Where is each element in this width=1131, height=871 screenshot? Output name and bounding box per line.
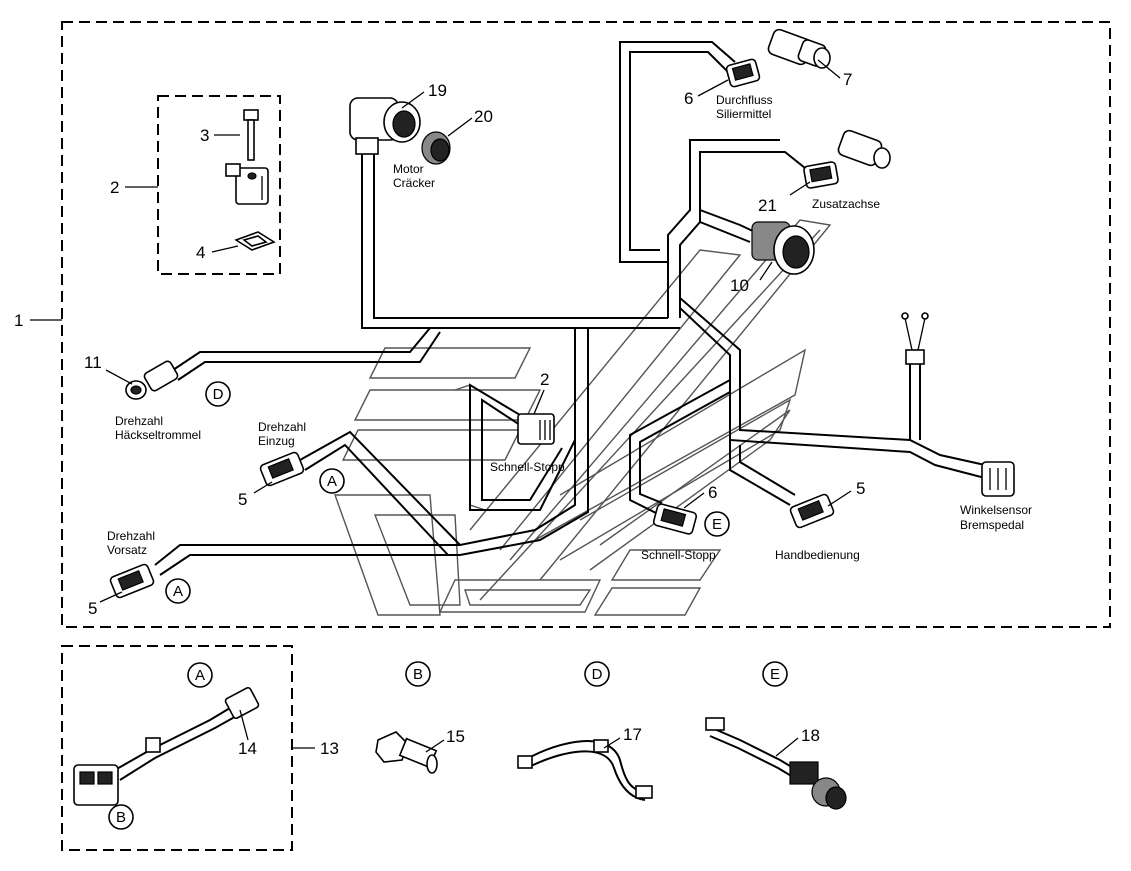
ref-B-part: B (413, 666, 423, 683)
label-handbedienung: Handbedienung (775, 548, 860, 562)
ref-A-vorsatz: A (173, 583, 183, 600)
label-durchfluss: Durchfluss (716, 93, 773, 107)
component-labels: Durchfluss Siliermittel Motor Cräcker Zu… (107, 93, 1032, 562)
connector-5-einzug (259, 451, 305, 487)
round-connector-10 (751, 221, 815, 275)
connector-6-durchfluss (725, 58, 761, 88)
connector-winkelsensor (981, 461, 1015, 497)
connector-7 (767, 28, 831, 69)
label-drehzahl-trommel: Drehzahl (115, 414, 163, 428)
harness-trunks (154, 41, 986, 576)
label-zusatzachse: Zusatzachse (812, 197, 880, 211)
callout-19: 19 (428, 81, 447, 100)
callout-5-einzug: 5 (238, 490, 247, 509)
callout-2-assembly: 2 (110, 178, 119, 197)
callout-13: 13 (320, 739, 339, 758)
label-winkelsensor: Winkelsensor (960, 503, 1032, 517)
callout-numbers: 1 2 3 4 19 20 6 7 21 10 11 2 5 5 6 5 14 … (14, 70, 865, 758)
label-drehzahl-vorsatz: Drehzahl (107, 529, 155, 543)
callout-21: 21 (758, 196, 777, 215)
reference-markers: D A A E A B B D E (108, 381, 788, 830)
connector-5-vorsatz (109, 563, 155, 599)
ref-B-adapter: B (116, 809, 126, 826)
label-vorsatz: Vorsatz (107, 543, 147, 557)
machine-outline-ghost (334, 219, 832, 616)
label-cracker: Cräcker (393, 176, 435, 190)
cable-18 (705, 717, 847, 810)
adapter-cable-14 (73, 686, 260, 806)
seal-4 (234, 231, 276, 251)
connector-21-zusatzachse (803, 129, 891, 189)
callout-7: 7 (843, 70, 852, 89)
label-bremspedal: Bremspedal (960, 518, 1024, 532)
sensor-cable-17 (517, 739, 653, 801)
switch-2-schnell-stopp (517, 413, 555, 445)
callout-11: 11 (84, 353, 102, 372)
callout-5-vorsatz: 5 (88, 599, 97, 618)
ref-E-harness: E (712, 516, 722, 533)
label-schnell-stopp-harness: Schnell-Stopp (490, 460, 565, 474)
label-drehzahl-einzug: Drehzahl (258, 420, 306, 434)
callout-10: 10 (730, 276, 749, 295)
ref-A-einzug: A (327, 473, 337, 490)
callout-17: 17 (623, 725, 642, 744)
assembly-2-frame (157, 95, 281, 275)
ref-D-harness: D (213, 386, 224, 403)
callout-4: 4 (196, 243, 205, 262)
round-connector-19 (349, 97, 421, 155)
connector-5-handbedienung (789, 493, 835, 529)
callout-6-durchfluss: 6 (684, 89, 693, 108)
callout-14: 14 (238, 739, 257, 758)
round-connector-20 (421, 131, 451, 165)
callout-18: 18 (801, 726, 820, 745)
bolt-15 (375, 731, 438, 774)
callout-5-handbedienung: 5 (856, 479, 865, 498)
assembly-1-frame (61, 21, 1111, 628)
label-haeckseltrommel: Häckseltrommel (115, 428, 201, 442)
callout-15: 15 (446, 727, 465, 746)
connector-11 (125, 360, 179, 400)
label-einzug: Einzug (258, 434, 295, 448)
callout-6-schnell-stopp: 6 (708, 483, 717, 502)
ref-D-part: D (592, 666, 603, 683)
callout-20: 20 (474, 107, 493, 126)
leader-lines (30, 59, 852, 757)
ref-A-part: A (195, 667, 205, 684)
callout-2-harness: 2 (540, 370, 549, 389)
screw-3 (243, 109, 259, 161)
label-siliermittel: Siliermittel (716, 107, 771, 121)
ref-E-part: E (770, 666, 780, 683)
connector-6-schnell-stopp (652, 503, 698, 535)
callout-3: 3 (200, 126, 209, 145)
label-schnell-stopp-6: Schnell-Stopp (641, 548, 716, 562)
label-motor: Motor (393, 162, 424, 176)
callout-1: 1 (14, 311, 23, 330)
valve-plug-2 (225, 163, 269, 205)
